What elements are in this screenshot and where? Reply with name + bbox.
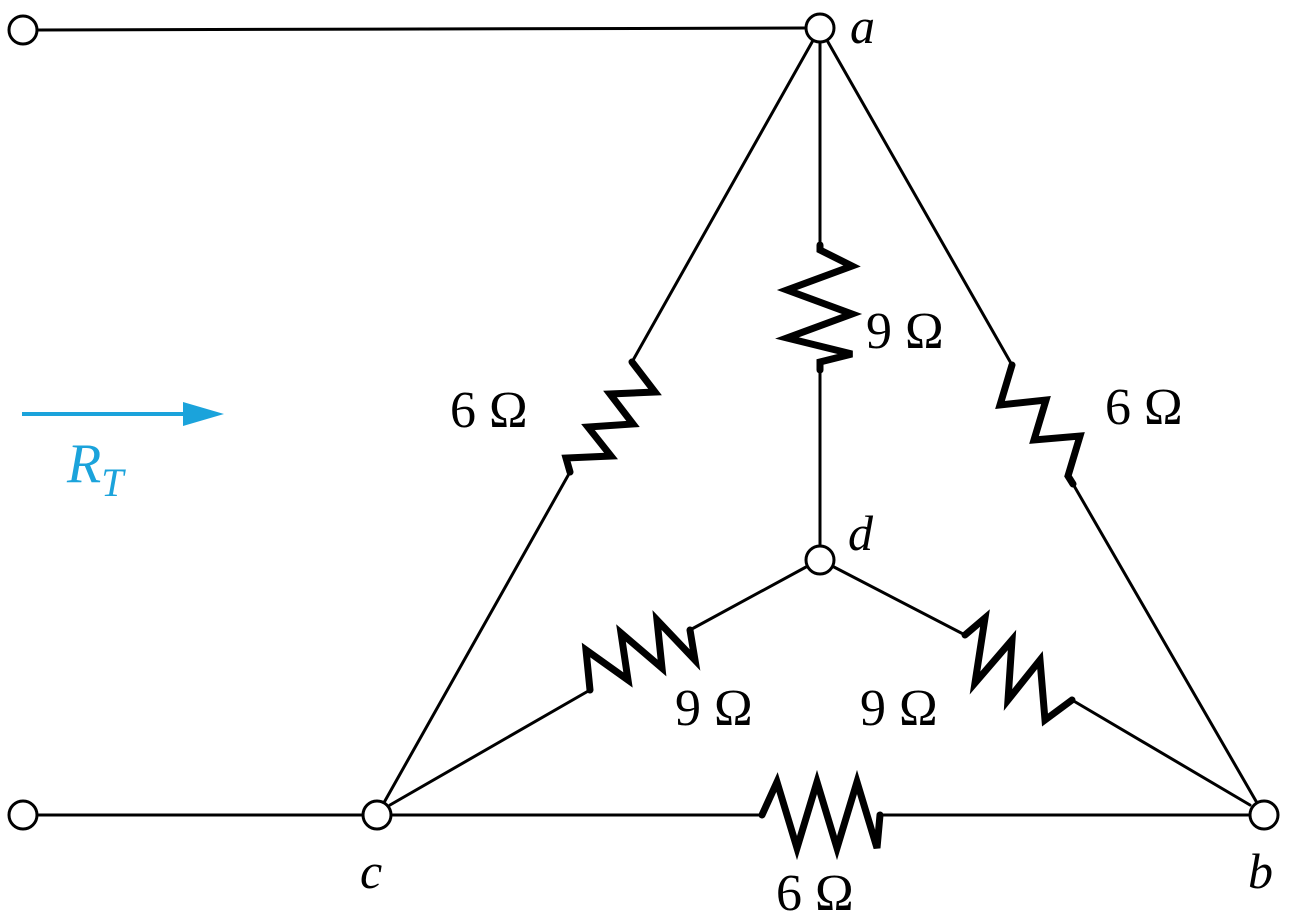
resistor-c-b: [758, 769, 884, 861]
value-label-a-c: 6 Ω: [450, 382, 528, 439]
value-label-c-d: 9 Ω: [675, 680, 753, 737]
value-label-a-b: 6 Ω: [1105, 379, 1183, 436]
rt-label: RT: [66, 433, 126, 505]
top-terminal-wire: [35, 26, 808, 32]
value-label-c-b: 6 Ω: [776, 865, 854, 920]
branch-d-b: [832, 565, 1252, 807]
branch-c-d: [388, 565, 808, 807]
resistor-a-d: [775, 241, 863, 374]
terminal-top: [7, 14, 39, 46]
resistor-a-c: [561, 358, 662, 476]
branch-a-c: [375, 26, 822, 817]
node-label-b: b: [1248, 843, 1273, 899]
rt-arrow: [22, 402, 224, 426]
arrow-head-icon: [183, 402, 224, 426]
node-label-d: d: [848, 505, 874, 561]
node-d: [804, 544, 836, 576]
node-c: [361, 799, 393, 831]
value-label-a-d: 9 Ω: [866, 303, 944, 360]
branch-a-b: [818, 26, 1266, 817]
terminal-bottom: [7, 799, 39, 831]
rt-label-main: R: [66, 433, 101, 495]
node-label-a: a: [850, 0, 875, 54]
node-a: [804, 12, 836, 44]
node-b: [1248, 799, 1280, 831]
rt-label-sub: T: [101, 460, 126, 505]
resistor-d-b: [961, 609, 1076, 727]
resistor-a-b: [995, 361, 1085, 488]
branch-a-d: [775, 26, 863, 547]
resistor-c-d: [581, 610, 701, 694]
node-label-c: c: [360, 843, 382, 899]
value-label-d-b: 9 Ω: [860, 680, 938, 737]
branch-c-b: [389, 769, 1252, 861]
